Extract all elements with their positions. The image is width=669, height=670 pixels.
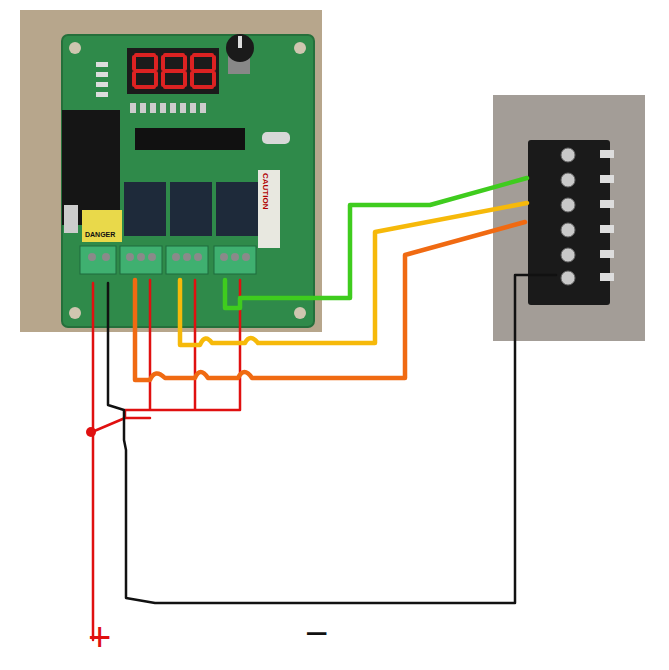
terminal-block [528,140,610,305]
relays [124,182,258,236]
seven-segment-display [127,48,219,94]
black-wire [108,275,556,603]
board-terminals [80,246,256,274]
crystal [262,132,290,144]
yellow-wire [180,203,527,345]
photo-background [20,10,322,332]
sticker-text: CAUTION [260,172,270,210]
red-wire [92,283,95,640]
display-segments [134,55,214,87]
junction-dot [86,427,96,437]
sticker-text: DANGER [84,230,116,239]
polarity-label: + [88,617,111,657]
caution-sticker [258,170,280,248]
potentiometer-knob [226,34,254,62]
relay-board [62,35,314,327]
terminal-screws [561,148,575,285]
red-wire [92,280,240,432]
green-wire [225,178,527,308]
polarity-label: − [305,613,328,653]
smd-row [130,103,206,113]
ic-chip [135,128,245,150]
danger-sticker [82,210,122,242]
led-column [96,62,108,97]
orange-wire [135,222,525,380]
